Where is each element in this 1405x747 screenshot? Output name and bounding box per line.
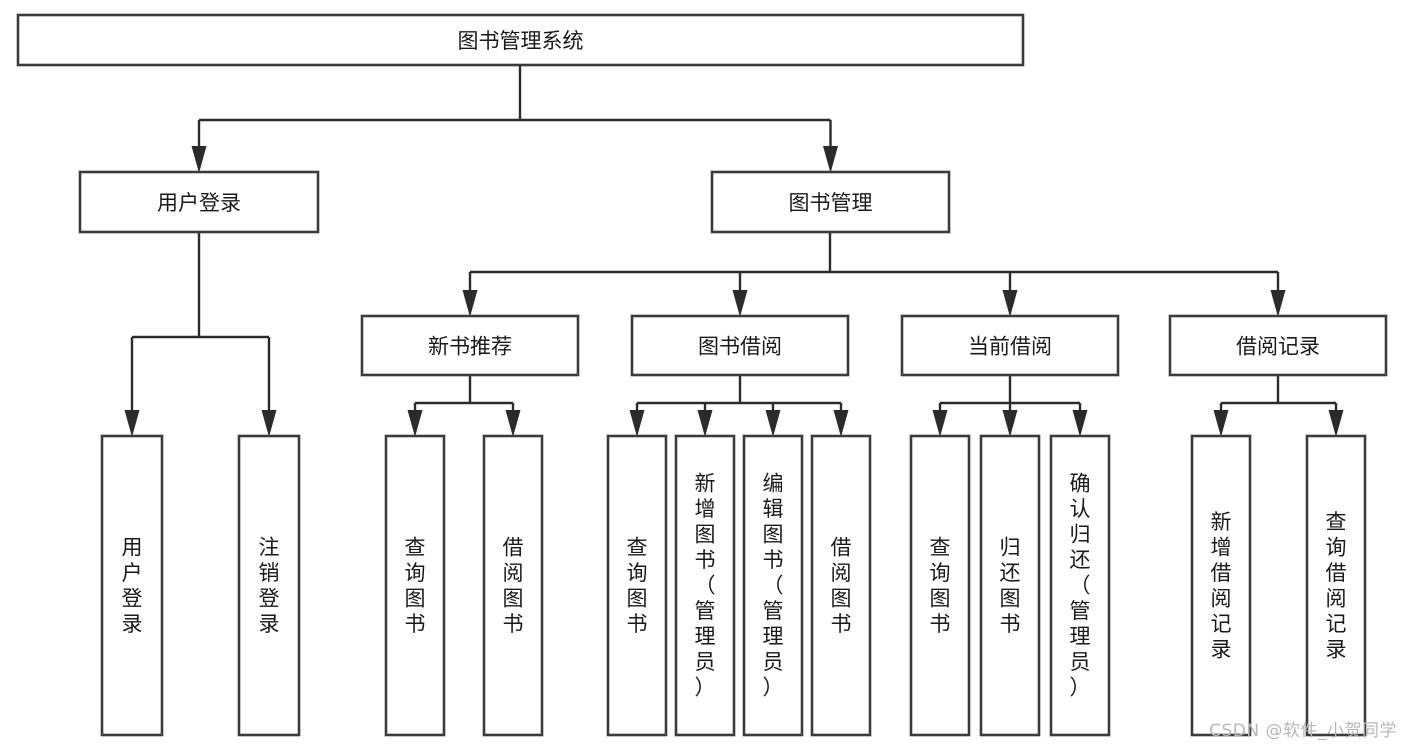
connector-group — [124, 232, 277, 437]
csdn-watermark: CSDN @软件_小贺同学 — [1209, 721, 1397, 741]
node-box[interactable] — [810, 434, 872, 737]
arrow-head-icon — [1213, 410, 1229, 437]
node-book-borrow[interactable]: 图书借阅 — [630, 314, 850, 377]
arrow-head-icon — [124, 410, 140, 437]
node-label: 当前借阅 — [968, 335, 1052, 359]
node-current-borrow[interactable]: 当前借阅 — [900, 314, 1120, 377]
node-leaf-add-borrow-record[interactable]: 新增借阅记录 — [1190, 434, 1252, 737]
arrow-head-icon — [932, 410, 948, 437]
arrow-head-icon — [732, 290, 748, 317]
node-box[interactable] — [1168, 314, 1388, 377]
node-leaf-add-book-admin[interactable]: 新增图书（管理员） — [674, 434, 736, 737]
node-label: 新增图书（管理员） — [695, 472, 716, 700]
arrow-head-icon — [1072, 410, 1088, 437]
arrow-head-icon — [629, 410, 645, 437]
node-label: 查询图书 — [930, 535, 951, 636]
node-box[interactable] — [237, 434, 301, 737]
node-leaf-edit-book-admin[interactable]: 编辑图书（管理员） — [742, 434, 804, 737]
node-layer: 图书管理系统用户登录图书管理新书推荐图书借阅当前借阅借阅记录用户登录注销登录查询… — [16, 13, 1388, 737]
node-box[interactable] — [16, 13, 1025, 67]
node-box[interactable] — [630, 314, 850, 377]
node-label: 用户登录 — [157, 191, 241, 215]
node-leaf-query-book-current[interactable]: 查询图书 — [909, 434, 971, 737]
node-label: 借阅记录 — [1236, 335, 1320, 359]
node-label: 用户登录 — [122, 535, 143, 636]
arrow-head-icon — [833, 410, 849, 437]
node-label: 确认归还（管理员） — [1070, 472, 1091, 700]
node-leaf-logout-login[interactable]: 注销登录 — [237, 434, 301, 737]
arrow-head-icon — [1328, 410, 1344, 437]
connector-group — [1213, 375, 1344, 437]
arrow-head-icon — [765, 410, 781, 437]
connector-group — [191, 65, 838, 173]
node-label: 新书推荐 — [428, 335, 512, 359]
node-label: 查询图书 — [405, 535, 426, 636]
node-new-book-recommend[interactable]: 新书推荐 — [360, 314, 580, 377]
connector-group — [629, 375, 849, 437]
node-borrow-record[interactable]: 借阅记录 — [1168, 314, 1388, 377]
node-root[interactable]: 图书管理系统 — [16, 13, 1025, 67]
node-box[interactable] — [78, 170, 320, 234]
arrow-head-icon — [191, 146, 207, 173]
node-box[interactable] — [909, 434, 971, 737]
node-box[interactable] — [606, 434, 668, 737]
node-box[interactable] — [100, 434, 164, 737]
node-box[interactable] — [1190, 434, 1252, 737]
node-box[interactable] — [384, 434, 446, 737]
node-label: 借阅图书 — [831, 535, 852, 636]
connector-layer — [124, 65, 1344, 437]
node-box[interactable] — [900, 314, 1120, 377]
node-label: 图书管理系统 — [458, 29, 584, 53]
arrow-head-icon — [1270, 290, 1286, 317]
node-box[interactable] — [1305, 434, 1367, 737]
node-label: 新增借阅记录 — [1211, 510, 1232, 662]
node-box[interactable] — [482, 434, 544, 737]
node-label: 归还图书 — [1000, 535, 1021, 636]
arrow-head-icon — [1002, 410, 1018, 437]
node-label: 图书借阅 — [698, 335, 782, 359]
node-leaf-borrow-book[interactable]: 借阅图书 — [810, 434, 872, 737]
node-leaf-borrow-book-recommend[interactable]: 借阅图书 — [482, 434, 544, 737]
node-box[interactable] — [674, 434, 736, 737]
arrow-head-icon — [462, 290, 478, 317]
arrow-head-icon — [261, 410, 277, 437]
connector-group — [932, 375, 1088, 437]
node-label: 查询图书 — [627, 535, 648, 636]
node-book-manage[interactable]: 图书管理 — [710, 170, 951, 234]
arrow-head-icon — [1002, 290, 1018, 317]
arrow-head-icon — [697, 410, 713, 437]
node-label: 查询借阅记录 — [1326, 510, 1347, 662]
node-leaf-query-borrow-record[interactable]: 查询借阅记录 — [1305, 434, 1367, 737]
node-leaf-return-book[interactable]: 归还图书 — [979, 434, 1041, 737]
node-leaf-query-book-borrow[interactable]: 查询图书 — [606, 434, 668, 737]
node-box[interactable] — [360, 314, 580, 377]
arrow-head-icon — [407, 410, 423, 437]
node-leaf-confirm-return-admin[interactable]: 确认归还（管理员） — [1049, 434, 1111, 737]
node-leaf-user-login[interactable]: 用户登录 — [100, 434, 164, 737]
node-box[interactable] — [1049, 434, 1111, 737]
connector-group — [462, 232, 1286, 317]
node-leaf-query-book-recommend[interactable]: 查询图书 — [384, 434, 446, 737]
arrow-head-icon — [823, 146, 838, 173]
node-box[interactable] — [710, 170, 951, 234]
node-box[interactable] — [979, 434, 1041, 737]
node-label: 图书管理 — [789, 191, 873, 215]
node-label: 借阅图书 — [503, 535, 524, 636]
connector-group — [407, 375, 521, 437]
node-label: 注销登录 — [259, 535, 280, 636]
arrow-head-icon — [505, 410, 521, 437]
node-box[interactable] — [742, 434, 804, 737]
node-label: 编辑图书（管理员） — [763, 472, 784, 700]
node-user-login[interactable]: 用户登录 — [78, 170, 320, 234]
